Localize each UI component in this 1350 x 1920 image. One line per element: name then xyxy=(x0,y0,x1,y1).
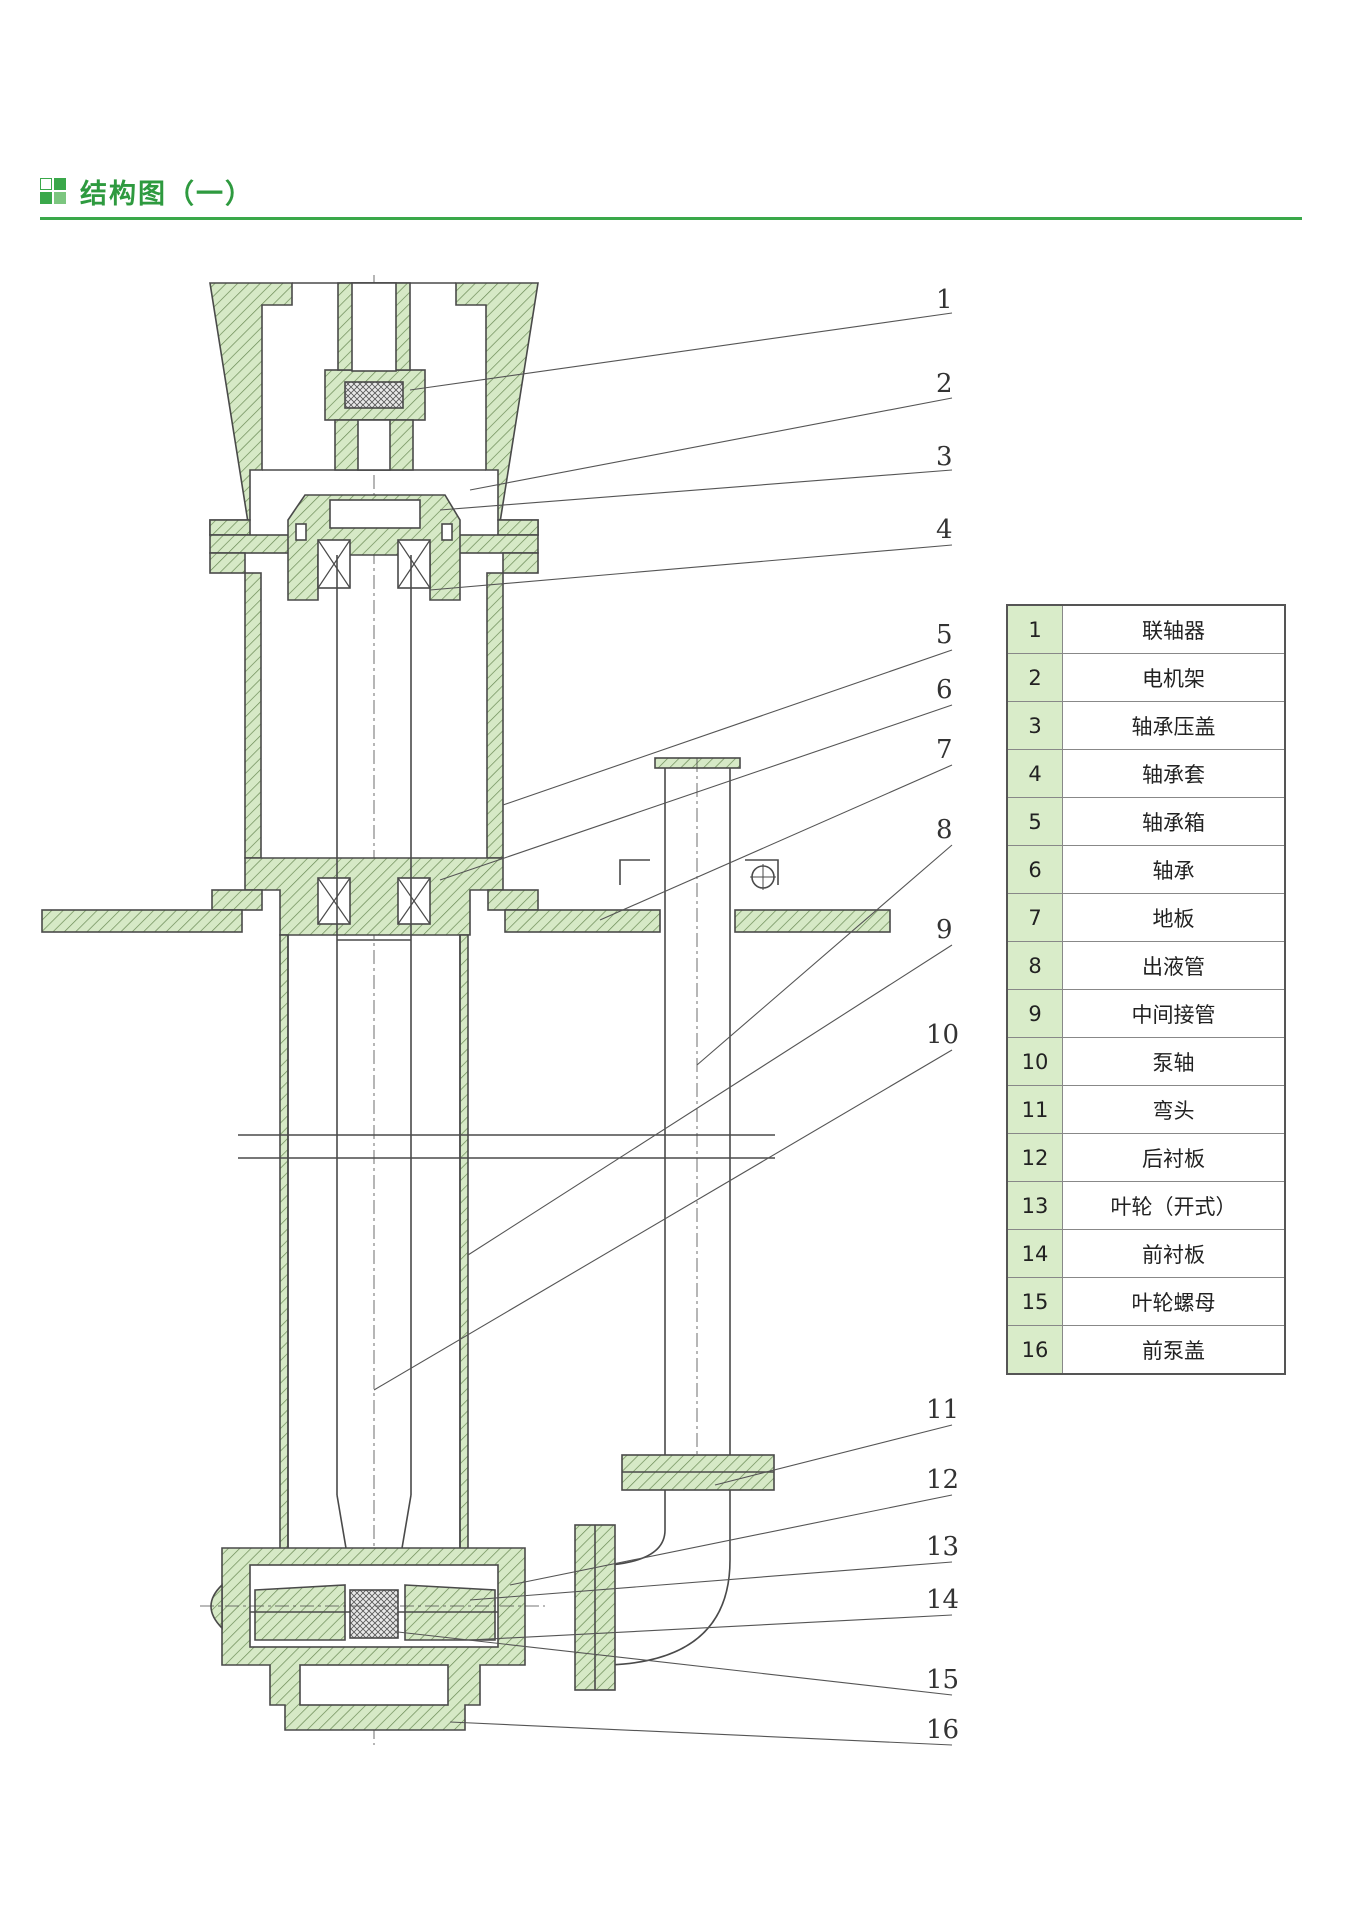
legend-part-number: 7 xyxy=(1006,893,1063,942)
impeller xyxy=(254,1584,496,1641)
legend-part-number: 15 xyxy=(1006,1277,1063,1326)
callout-15: 15 xyxy=(926,1665,959,1695)
callout-6: 6 xyxy=(936,675,953,705)
legend-part-number: 3 xyxy=(1006,701,1063,750)
base-plate xyxy=(41,909,891,933)
legend-part-name: 叶轮螺母 xyxy=(1062,1277,1286,1326)
legend-part-name: 前泵盖 xyxy=(1062,1325,1286,1375)
legend-part-number: 12 xyxy=(1006,1133,1063,1182)
callout-numbers: 1 2 3 4 5 6 7 8 9 10 11 12 13 14 15 16 xyxy=(926,285,959,1745)
page-title: 结构图（一） xyxy=(80,179,254,210)
legend-part-number: 6 xyxy=(1006,845,1063,894)
legend-part-number: 10 xyxy=(1006,1037,1063,1086)
legend-part-name: 联轴器 xyxy=(1062,604,1286,654)
pump-drawing xyxy=(41,275,891,1745)
legend-part-name: 后衬板 xyxy=(1062,1133,1286,1182)
legend-part-name: 泵轴 xyxy=(1062,1037,1286,1086)
legend-part-number: 14 xyxy=(1006,1229,1063,1278)
callout-5: 5 xyxy=(936,620,953,650)
legend-part-number: 4 xyxy=(1006,749,1063,798)
legend-part-name: 前衬板 xyxy=(1062,1229,1286,1278)
section-header: 结构图（一） xyxy=(40,168,1302,220)
legend-part-name: 轴承套 xyxy=(1062,749,1286,798)
callout-12: 12 xyxy=(926,1465,959,1495)
callout-9: 9 xyxy=(936,915,953,945)
legend-part-number: 1 xyxy=(1006,604,1063,654)
callout-14: 14 xyxy=(926,1585,959,1615)
callout-8: 8 xyxy=(936,815,953,845)
legend-part-name: 地板 xyxy=(1062,893,1286,942)
callout-10: 10 xyxy=(926,1020,959,1050)
legend-part-name: 电机架 xyxy=(1062,653,1286,702)
callout-11: 11 xyxy=(926,1395,959,1425)
callout-13: 13 xyxy=(926,1532,959,1562)
legend-part-name: 叶轮（开式） xyxy=(1062,1181,1286,1230)
callout-7: 7 xyxy=(936,735,953,765)
outlet-pipe xyxy=(619,757,779,1455)
legend-part-number: 11 xyxy=(1006,1085,1063,1134)
legend-part-number: 13 xyxy=(1006,1181,1063,1230)
legend-part-name: 轴承 xyxy=(1062,845,1286,894)
elbow xyxy=(574,1454,775,1691)
section-logo-icon xyxy=(40,178,66,204)
legend-part-number: 16 xyxy=(1006,1325,1063,1375)
legend-part-name: 中间接管 xyxy=(1062,989,1286,1038)
callout-2: 2 xyxy=(936,369,953,399)
callout-3: 3 xyxy=(936,442,953,472)
legend-part-number: 5 xyxy=(1006,797,1063,846)
leader-lines xyxy=(373,312,953,1746)
bearing-box xyxy=(244,572,504,859)
callout-16: 16 xyxy=(926,1715,959,1745)
legend-part-name: 轴承压盖 xyxy=(1062,701,1286,750)
legend-part-name: 出液管 xyxy=(1062,941,1286,990)
legend-part-name: 轴承箱 xyxy=(1062,797,1286,846)
legend-part-number: 9 xyxy=(1006,989,1063,1038)
legend-part-number: 8 xyxy=(1006,941,1063,990)
lower-bearing-housing xyxy=(211,857,539,936)
legend-part-name: 弯头 xyxy=(1062,1085,1286,1134)
callout-1: 1 xyxy=(936,285,953,315)
callout-4: 4 xyxy=(936,515,953,545)
legend-part-number: 2 xyxy=(1006,653,1063,702)
